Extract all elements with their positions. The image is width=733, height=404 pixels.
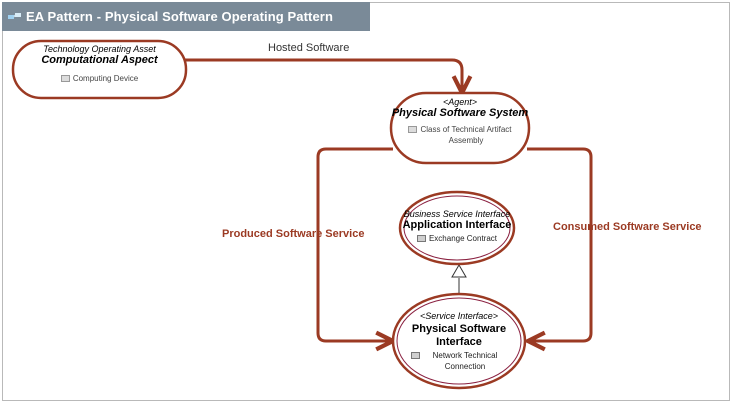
node-attribute: Network Technical Connection [411, 350, 507, 372]
application-interface-inner-ring [403, 195, 511, 261]
hosted-software-edge[interactable] [183, 58, 462, 93]
attribute-icon [60, 75, 70, 82]
attribute-icon [411, 352, 420, 359]
node-stereotype: Business Service Interface [403, 209, 511, 219]
pattern-icon [8, 12, 22, 22]
hosted-software-label: Hosted Software [268, 42, 350, 54]
computational-aspect-content: Technology Operating Asset Computational… [33, 44, 166, 84]
consumed-software-service-label: Consumed Software Service [553, 221, 702, 233]
diagram-title-tab[interactable]: EA Pattern - Physical Software Operating… [2, 2, 370, 31]
physical-software-interface-inner-ring [396, 297, 522, 385]
application-interface-content: Business Service Interface Application I… [396, 209, 518, 244]
computational-aspect-node[interactable] [11, 39, 188, 100]
node-name: Physical Software System [391, 107, 529, 119]
produced-software-service-label: Produced Software Service [222, 228, 365, 240]
diagram-title: EA Pattern - Physical Software Operating… [26, 9, 334, 24]
node-attribute: Computing Device [33, 73, 166, 84]
physical-software-interface-node[interactable] [391, 292, 527, 390]
attribute-icon [416, 235, 426, 242]
physical-software-interface-content: <Service Interface> Physical Software In… [404, 311, 514, 372]
generalization-arrowhead [451, 264, 467, 278]
physical-software-system-node[interactable] [389, 91, 531, 165]
application-interface-node[interactable] [398, 190, 516, 266]
node-stereotype: <Agent> [442, 97, 478, 107]
node-stereotype: Technology Operating Asset [43, 44, 156, 54]
node-name: Computational Aspect [41, 54, 158, 66]
node-name: Physical Software Interface [411, 323, 507, 348]
physical-software-system-content: <Agent> Physical Software System Class o… [391, 97, 529, 146]
node-stereotype: <Service Interface> [419, 311, 499, 321]
node-name: Application Interface [402, 219, 512, 231]
node-attribute: Exchange Contract [396, 233, 518, 244]
consumed-software-service-edge[interactable] [527, 147, 593, 341]
node-attribute: Class of Technical Artifact Assembly [408, 124, 512, 146]
attribute-icon [408, 126, 417, 133]
produced-software-service-edge[interactable] [316, 147, 393, 341]
